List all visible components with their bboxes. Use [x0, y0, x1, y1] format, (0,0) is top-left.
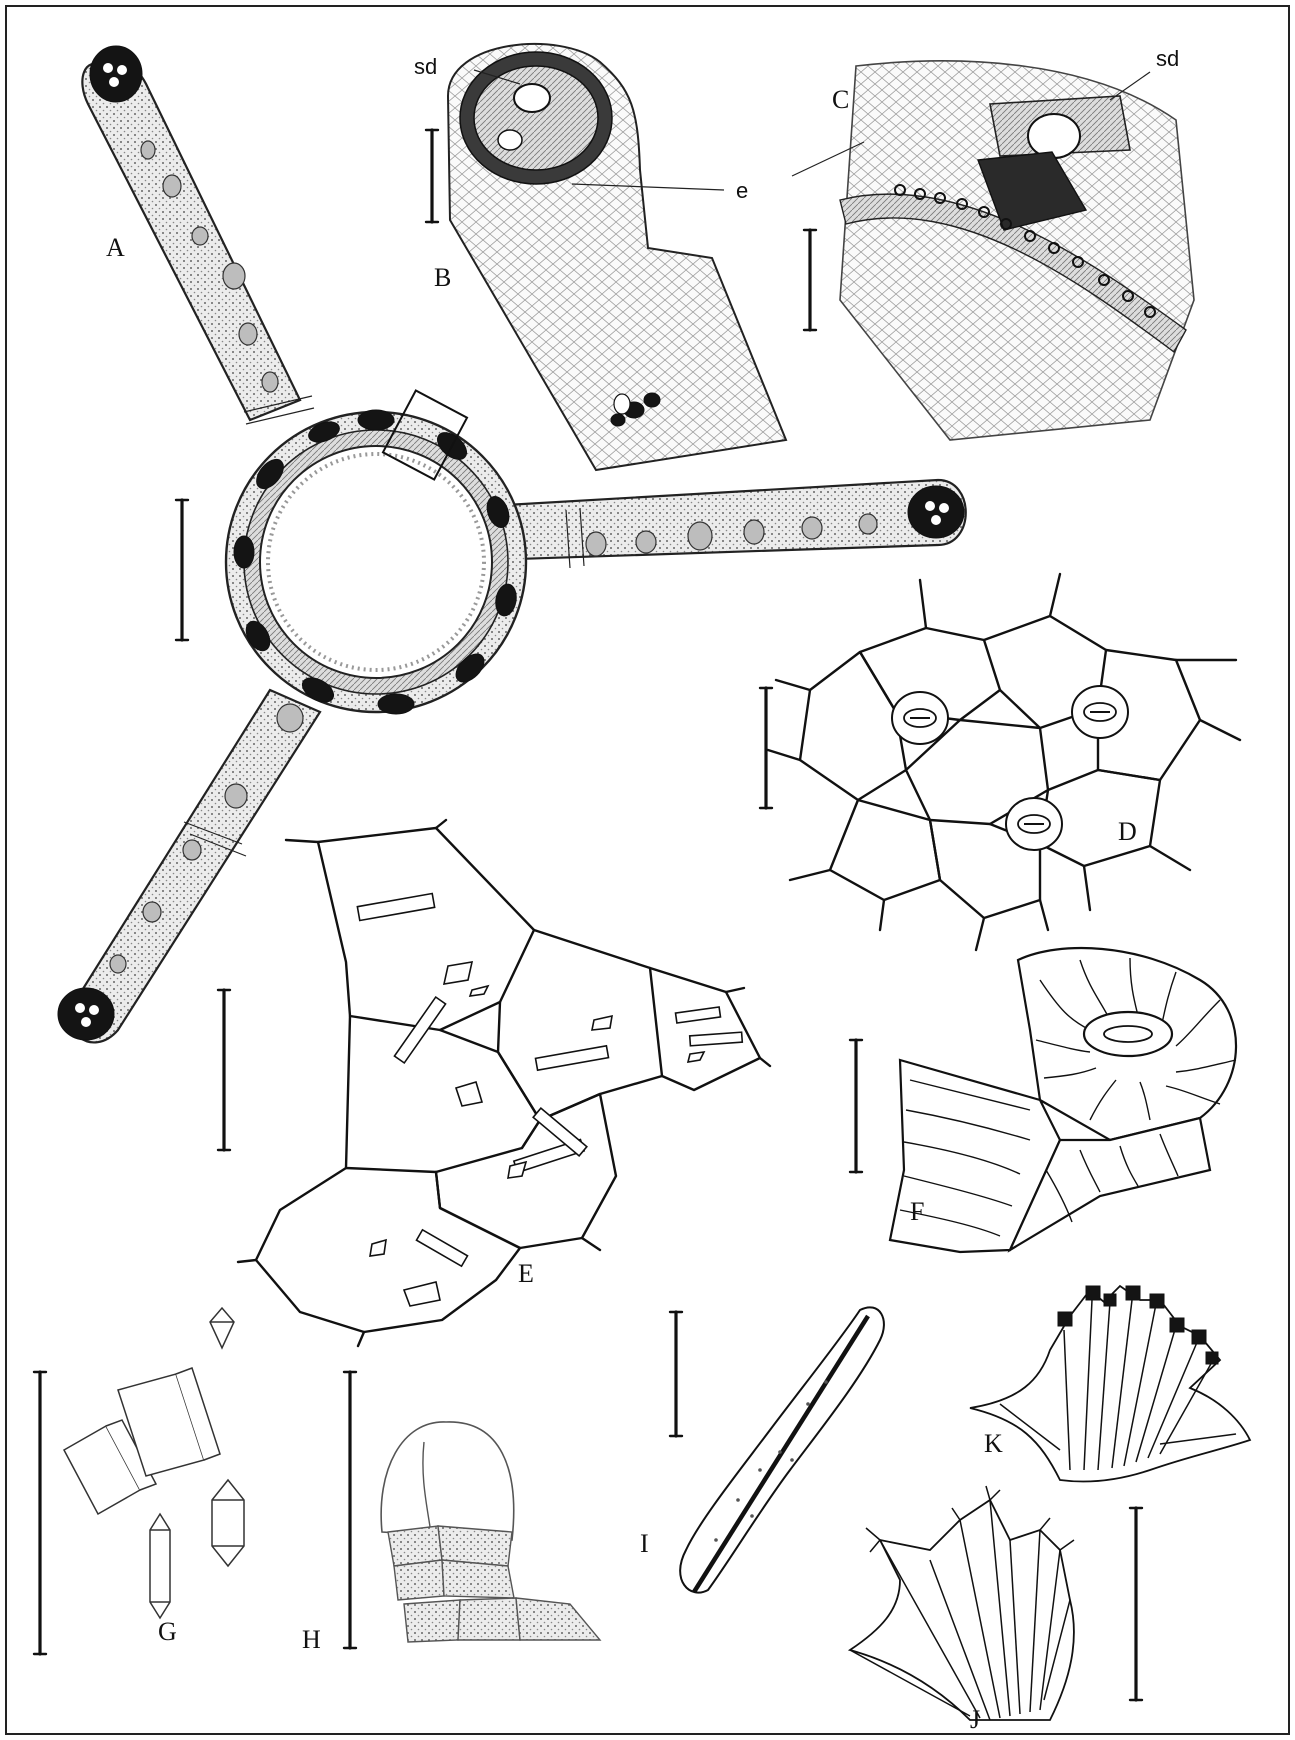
panel-label-i: I [640, 1529, 649, 1558]
annotation-e: e [736, 178, 748, 203]
panel-label-h: H [302, 1625, 321, 1654]
panel-label-a: A [106, 233, 125, 262]
panel-label-b: B [434, 263, 451, 292]
panel-label-j: J [970, 1705, 980, 1734]
annotation-sd-c: sd [1156, 46, 1179, 71]
panel-label-d: D [1118, 817, 1137, 846]
panel-label-k: K [984, 1429, 1003, 1458]
panel-label-g: G [158, 1617, 177, 1646]
panel-label-e: E [518, 1259, 534, 1288]
panel-label-f: F [910, 1197, 924, 1226]
annotation-sd-b: sd [414, 54, 437, 79]
panel-label-c: C [832, 85, 849, 114]
